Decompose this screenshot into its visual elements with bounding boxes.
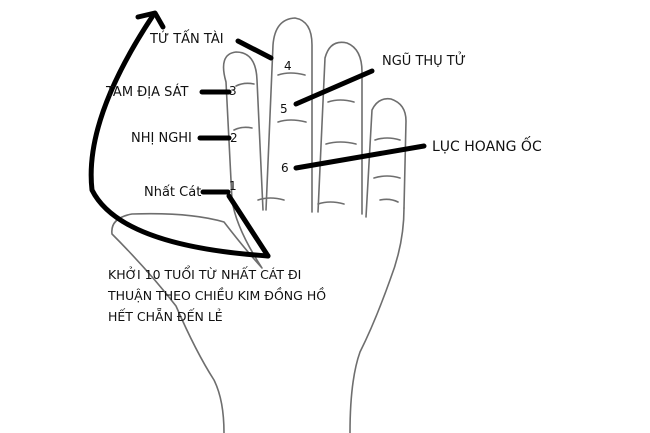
thumb-outline: [111, 199, 263, 433]
position-number-3: 3: [229, 84, 237, 98]
instruction-note: KHỞI 10 TUỔI TỪ NHẤT CÁT ĐI THUẬN THEO C…: [108, 264, 326, 327]
sweep-arrow-curve: [88, 14, 271, 259]
little-finger-outline: [365, 97, 407, 218]
nhat-cat-to-arrow: [226, 193, 271, 259]
position-number-1: 1: [229, 179, 237, 193]
pointer-tu-tan-tai: [235, 38, 274, 61]
instruction-line-1: KHỞI 10 TUỔI TỪ NHẤT CÁT ĐI: [108, 267, 302, 282]
pointer-luc-hoang-oc: [293, 143, 427, 171]
instruction-line-3: HẾT CHẴN ĐẾN LẺ: [108, 309, 223, 324]
label-tam-dia-sat: TAM ĐỊA SÁT: [106, 85, 189, 100]
position-number-5: 5: [280, 102, 288, 116]
ring-finger-outline: [317, 41, 363, 215]
pointer-ngu-thu-tu: [293, 68, 375, 107]
middle-finger-outline: [265, 17, 313, 213]
label-tu-tan-tai: TỨ TẤN TÀI: [150, 32, 224, 47]
label-nhi-nghi: NHỊ NGHI: [131, 131, 192, 146]
position-number-4: 4: [284, 59, 292, 73]
index-finger-outline: [222, 51, 264, 211]
label-nhat-cat: Nhất Cát: [144, 185, 202, 200]
label-ngu-thu-tu: NGŨ THỤ TỬ: [382, 54, 466, 69]
position-number-6: 6: [281, 161, 289, 175]
instruction-line-2: THUẬN THEO CHIỀU KIM ĐỒNG HỒ: [108, 288, 327, 303]
label-luc-hoang-oc: LỤC HOANG ỐC: [432, 139, 542, 155]
position-number-2: 2: [230, 131, 238, 145]
sweep-arrow-head: [135, 10, 166, 30]
palm-right-edge: [349, 207, 405, 433]
